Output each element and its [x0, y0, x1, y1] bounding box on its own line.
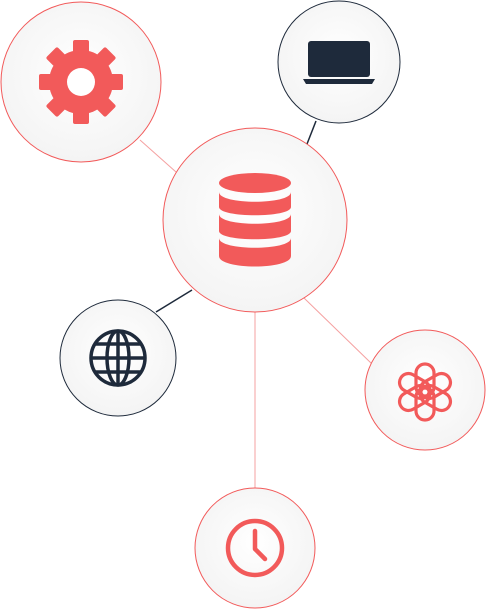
connector-web	[155, 289, 193, 313]
laptop-icon	[303, 41, 375, 84]
gear-icon	[39, 40, 123, 124]
schedule-node[interactable]	[194, 487, 316, 609]
database-icon	[219, 173, 291, 267]
globe-icon	[89, 329, 147, 387]
openai-icon	[397, 362, 453, 422]
openai-node[interactable]	[364, 329, 486, 451]
settings-node[interactable]	[0, 1, 162, 163]
web-node[interactable]	[59, 299, 177, 417]
clock-icon	[225, 518, 285, 578]
connector-laptop	[306, 120, 317, 145]
connector-openai	[303, 297, 373, 365]
database-hub-node[interactable]	[162, 127, 348, 313]
connector-settings	[139, 139, 177, 173]
laptop-node[interactable]	[277, 0, 401, 124]
